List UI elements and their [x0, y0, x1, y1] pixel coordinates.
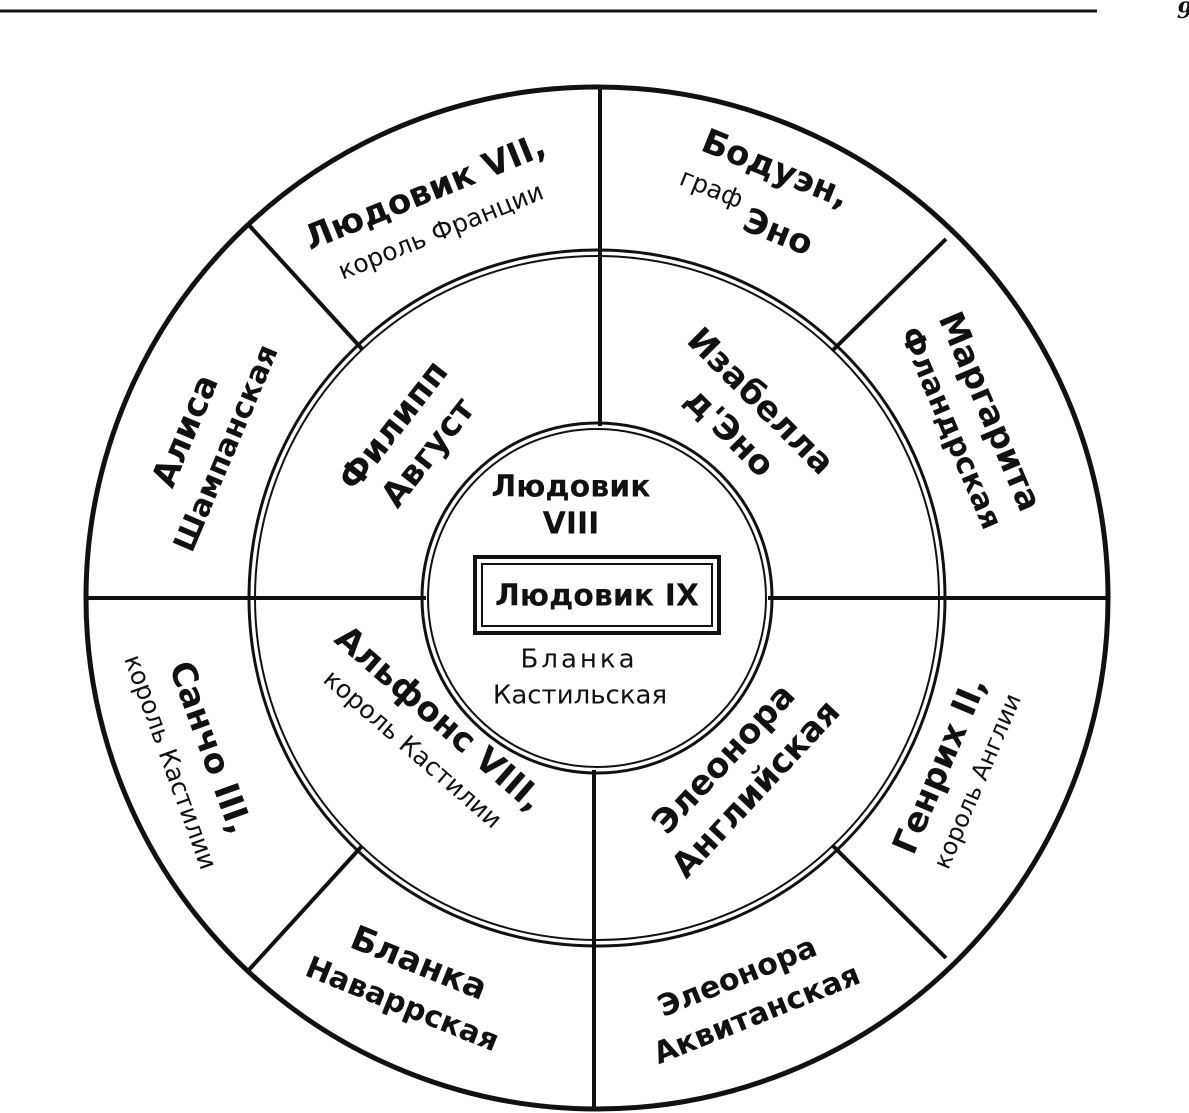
label-marguerite: Маргарита Фландрская	[892, 306, 1049, 535]
label-eleanor-aquitaine: Элеонора Аквитанская	[649, 929, 866, 1071]
center-father-line2: VIII	[543, 507, 600, 542]
center-name: Людовик IX	[495, 579, 699, 614]
label-isabella: Изабелла д'Эно	[677, 320, 843, 486]
baudouin-line3: Эно	[737, 200, 819, 264]
divider-outer-sw	[245, 844, 364, 974]
center-box-outer	[473, 555, 721, 635]
divider-outer-nw	[245, 221, 364, 351]
label-philip: Филипп Август	[331, 353, 484, 515]
label-sancho: Санчо III, король Кастилии	[118, 651, 260, 874]
center-box-inner	[481, 563, 713, 627]
divider-outer-ne	[830, 237, 948, 353]
label-alfonso: Альфонс VIII, король Кастилии	[318, 618, 551, 835]
center-father-line1: Людовик	[491, 470, 650, 505]
divider-outer-se	[830, 843, 948, 960]
page-number: 9	[1177, 0, 1189, 24]
label-louis7: Людовик VII, король Франции	[298, 125, 551, 285]
center-mother-line2: Кастильская	[493, 681, 667, 711]
label-henry2: Генрих II, король Англии	[885, 671, 1027, 873]
center-mother-line1: Бланка	[520, 645, 637, 675]
center-border-b	[427, 428, 767, 768]
